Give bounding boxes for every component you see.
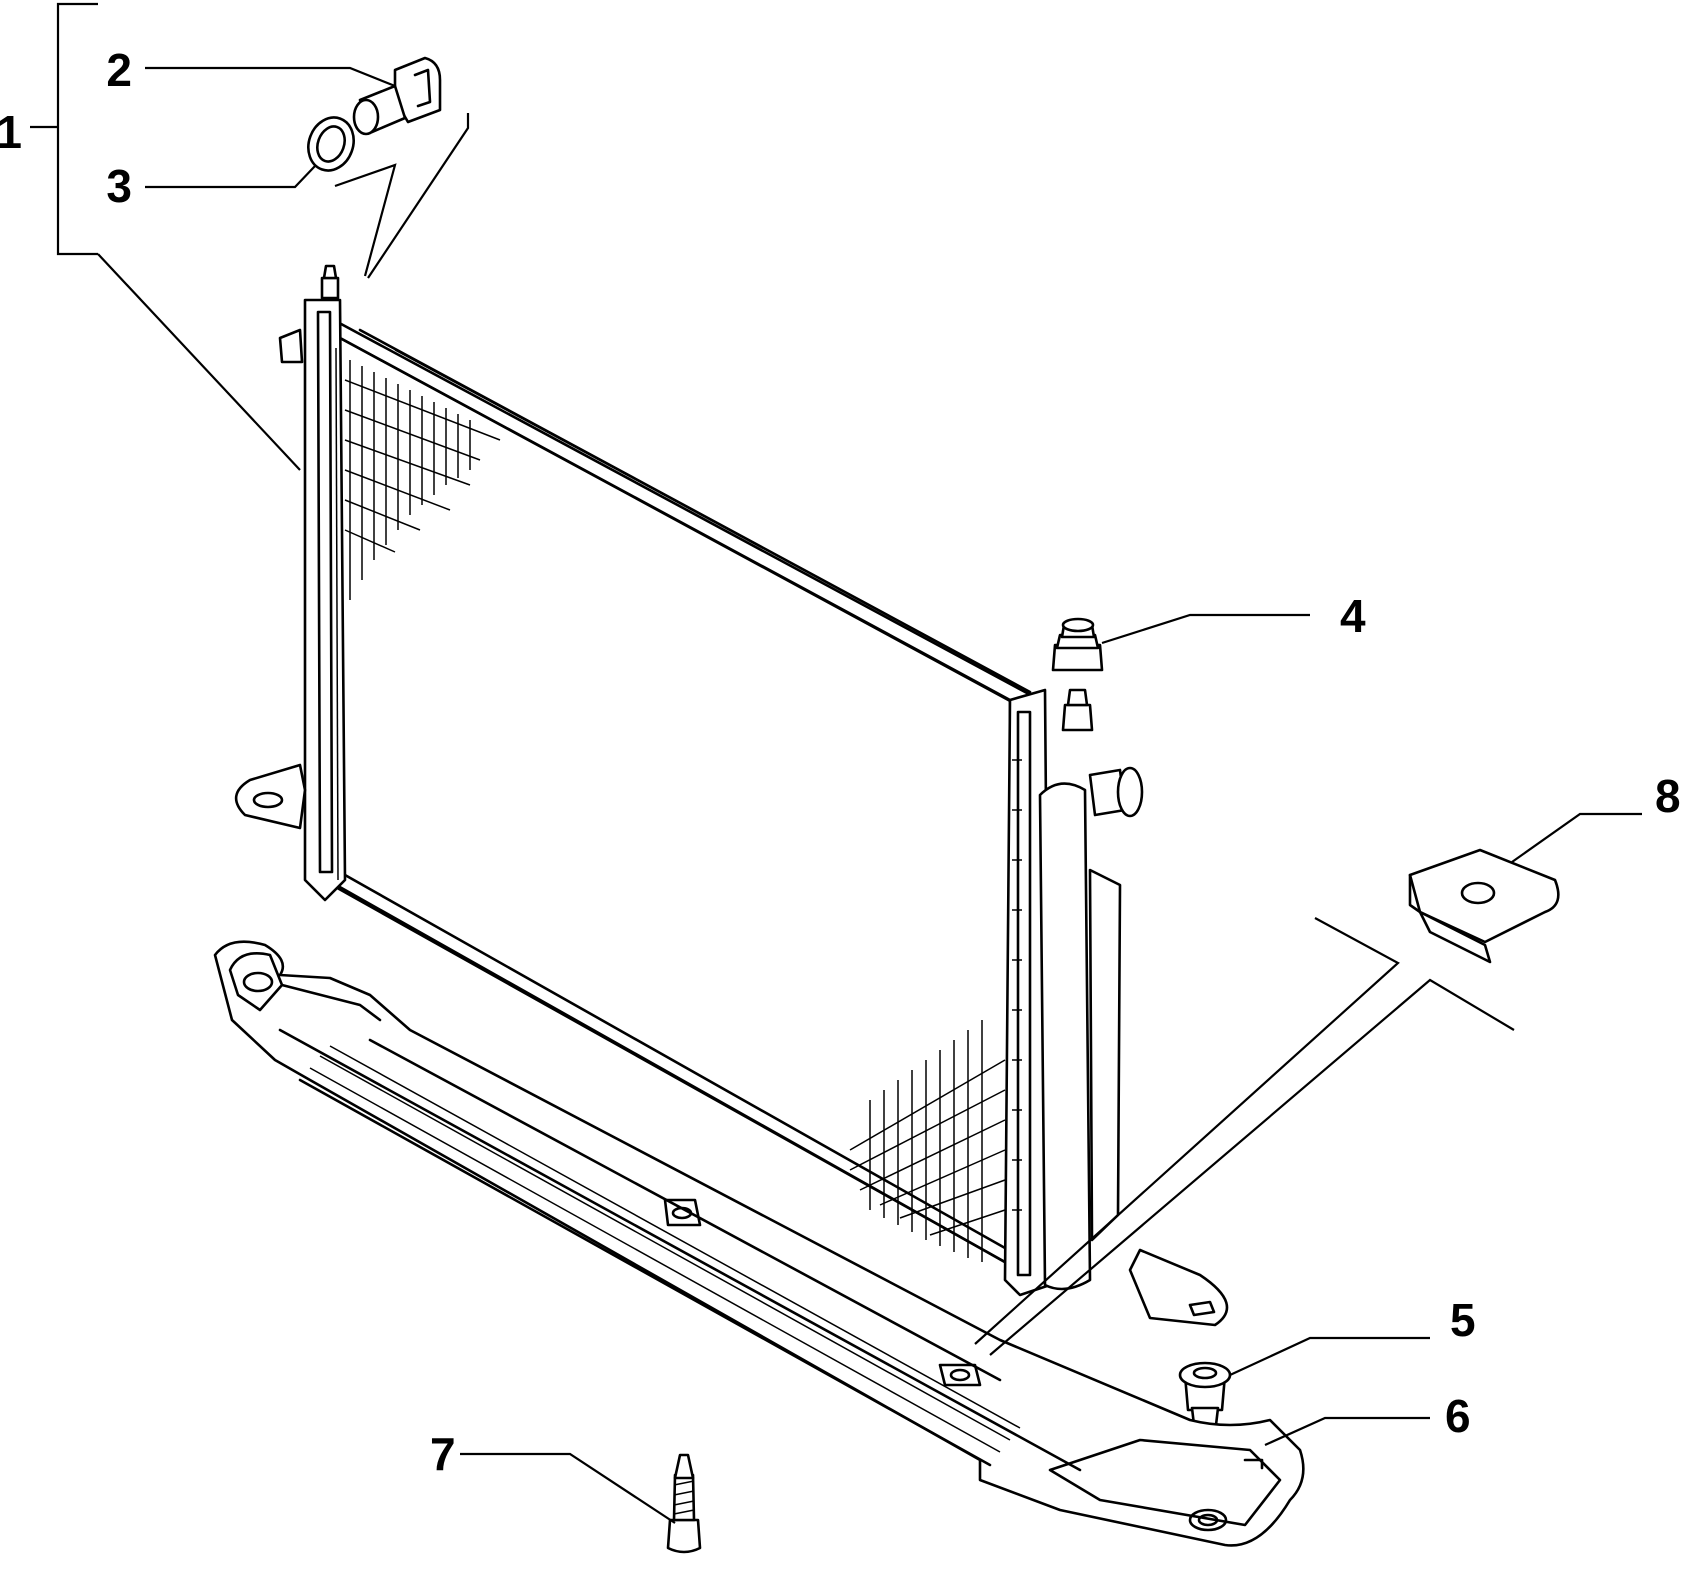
callout-4: 4 xyxy=(1340,590,1366,642)
self-tapping-screw xyxy=(666,1453,702,1554)
callout-8: 8 xyxy=(1655,770,1681,822)
callout-3: 3 xyxy=(106,160,132,212)
upper-rubber-mount xyxy=(1051,617,1104,672)
callout-6: 6 xyxy=(1445,1390,1471,1442)
callout-2: 2 xyxy=(106,44,132,96)
callout-1: 1 xyxy=(0,106,22,158)
clip-nut xyxy=(1408,848,1560,964)
lower-crossmember xyxy=(213,940,1305,1547)
callout-7: 7 xyxy=(430,1428,456,1480)
leader-lines xyxy=(30,2,1642,1524)
drain-plug xyxy=(352,56,442,136)
lower-rubber-mount xyxy=(1178,1361,1232,1427)
callout-5: 5 xyxy=(1450,1294,1476,1346)
sealing-washer xyxy=(307,116,355,172)
radiator-assembly xyxy=(234,264,1229,1327)
